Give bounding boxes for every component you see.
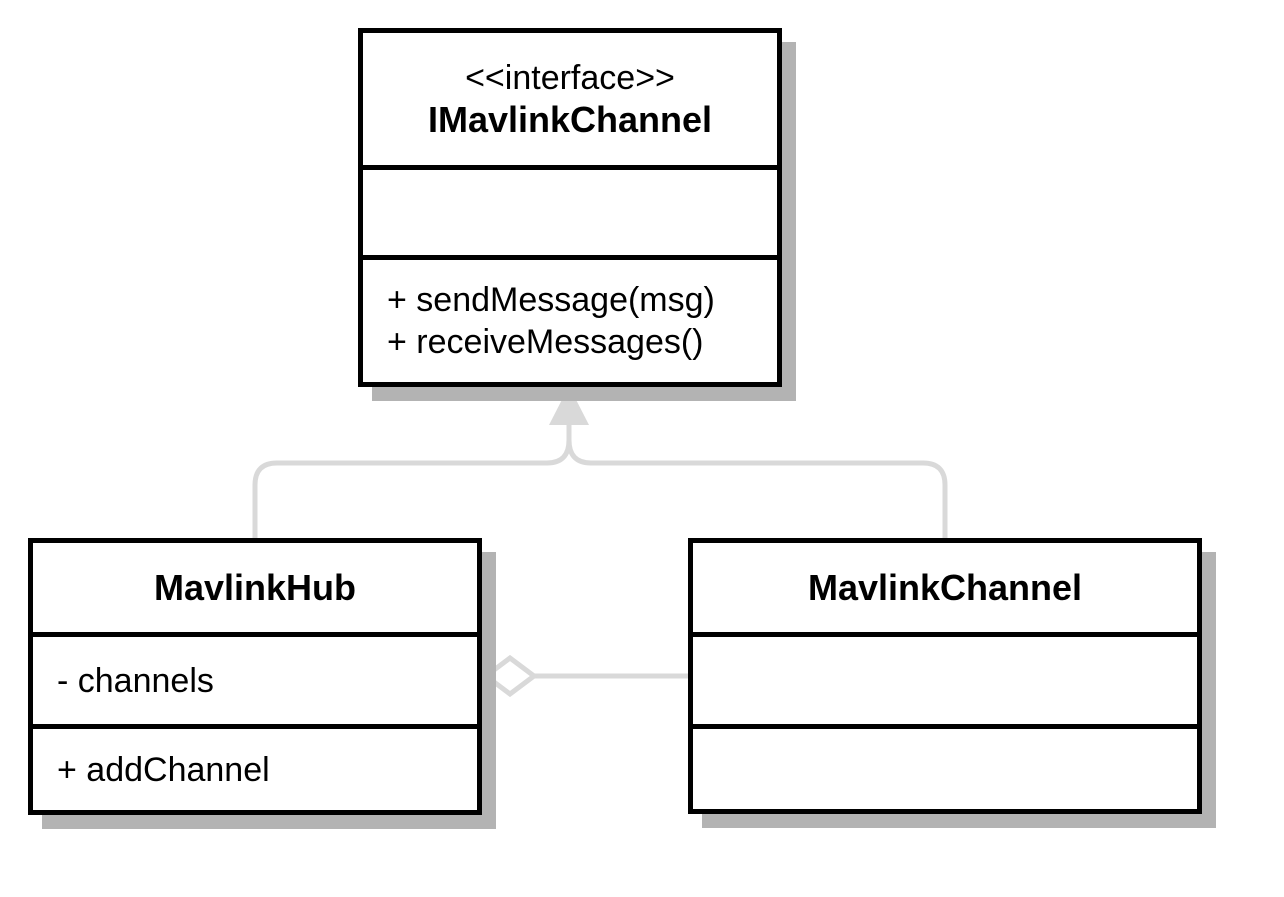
class-mavlinkchannel[interactable]: MavlinkChannel xyxy=(688,538,1202,814)
hub-operations-compartment: + addChannel xyxy=(33,724,477,810)
interface-class-imavlinkchannel[interactable]: <<interface>> IMavlinkChannel + sendMess… xyxy=(358,28,782,387)
attribute-channels: - channels xyxy=(57,661,214,700)
hub-attributes-compartment: - channels xyxy=(33,632,477,724)
operation-send-message: + sendMessage(msg) xyxy=(387,281,715,319)
interface-name-compartment: <<interface>> IMavlinkChannel xyxy=(363,33,777,165)
channel-name-compartment: MavlinkChannel xyxy=(693,543,1197,632)
realization-arrowhead xyxy=(549,386,589,425)
interface-stereotype: <<interface>> xyxy=(465,59,675,97)
aggregation-diamond xyxy=(481,654,539,698)
interface-class-name: IMavlinkChannel xyxy=(427,99,713,140)
interface-operations-compartment: + sendMessage(msg) + receiveMessages() xyxy=(363,255,777,382)
channel-operations-compartment xyxy=(693,724,1197,809)
class-mavlinkhub[interactable]: MavlinkHub - channels + addChannel xyxy=(28,538,482,815)
realization-line-hub[interactable] xyxy=(252,420,572,540)
hub-name-compartment: MavlinkHub xyxy=(33,543,477,632)
operation-add-channel: + addChannel xyxy=(57,750,270,789)
realization-line-channel[interactable] xyxy=(566,439,948,540)
channel-attributes-compartment xyxy=(693,632,1197,724)
interface-attributes-compartment xyxy=(363,165,777,255)
operation-receive-messages: + receiveMessages() xyxy=(387,323,704,361)
channel-class-name: MavlinkChannel xyxy=(807,566,1083,608)
hub-class-name: MavlinkHub xyxy=(153,566,357,608)
